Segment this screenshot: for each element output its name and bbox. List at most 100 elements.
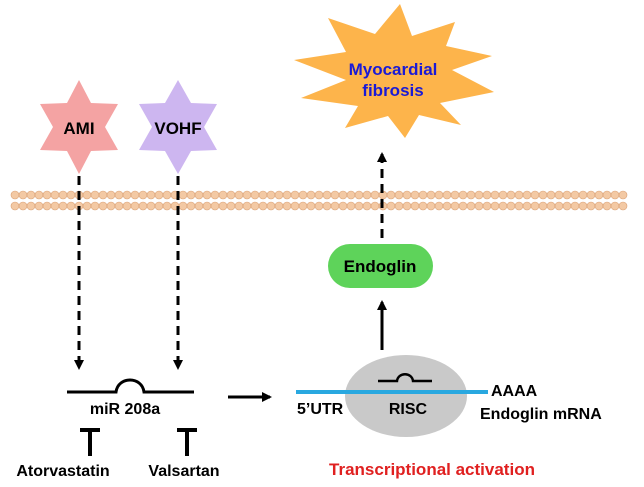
lipid-head-icon xyxy=(562,190,572,200)
lipid-head-icon xyxy=(514,190,524,200)
lipid-head-icon xyxy=(194,190,204,200)
lipid-head-icon xyxy=(138,201,148,211)
lipid-head-icon xyxy=(90,190,100,200)
lipid-head-icon xyxy=(450,201,460,211)
lipid-head-icon xyxy=(594,201,604,211)
lipid-head-icon xyxy=(618,201,628,211)
lipid-head-icon xyxy=(458,201,468,211)
lipid-head-icon xyxy=(282,201,292,211)
lipid-head-icon xyxy=(394,201,404,211)
utr-label: 5’UTR xyxy=(297,401,344,418)
lipid-head-icon xyxy=(298,201,308,211)
lipid-head-icon xyxy=(554,190,564,200)
inhibition-t-bar-icon xyxy=(80,428,100,456)
lipid-head-icon xyxy=(506,201,516,211)
burst-icon xyxy=(294,4,494,138)
lipid-head-icon xyxy=(370,190,380,200)
risc-complex xyxy=(345,355,467,437)
lipid-head-icon xyxy=(130,190,140,200)
lipid-head-icon xyxy=(570,201,580,211)
lipid-head-icon xyxy=(450,190,460,200)
lipid-head-icon xyxy=(290,201,300,211)
lipid-head-icon xyxy=(578,201,588,211)
lipid-head-icon xyxy=(554,201,564,211)
lipid-head-icon xyxy=(194,201,204,211)
lipid-head-icon xyxy=(106,190,116,200)
lipid-head-icon xyxy=(594,190,604,200)
lipid-head-icon xyxy=(538,201,548,211)
lipid-head-icon xyxy=(90,201,100,211)
lipid-head-icon xyxy=(210,201,220,211)
atorvastatin-label: Atorvastatin xyxy=(16,463,109,480)
lipid-head-icon xyxy=(218,201,228,211)
lipid-head-icon xyxy=(354,201,364,211)
lipid-head-icon xyxy=(610,201,620,211)
lipid-head-icon xyxy=(58,190,68,200)
cell-membrane xyxy=(10,190,628,211)
fibrosis-node: Myocardial fibrosis xyxy=(294,4,494,138)
lipid-head-icon xyxy=(82,190,92,200)
lipid-head-icon xyxy=(146,190,156,200)
lipid-head-icon xyxy=(250,190,260,200)
lipid-head-icon xyxy=(250,201,260,211)
lipid-head-icon xyxy=(346,201,356,211)
lipid-head-icon xyxy=(202,201,212,211)
lipid-head-icon xyxy=(490,201,500,211)
lipid-head-icon xyxy=(578,190,588,200)
ami-star-icon xyxy=(40,80,118,174)
lipid-head-icon xyxy=(530,201,540,211)
lipid-head-icon xyxy=(442,190,452,200)
lipid-head-icon xyxy=(434,201,444,211)
vohf-star-icon xyxy=(139,80,217,174)
lipid-head-icon xyxy=(162,190,172,200)
lipid-head-icon xyxy=(338,201,348,211)
valsartan-inhibitor: Valsartan xyxy=(148,428,220,480)
lipid-head-icon xyxy=(138,190,148,200)
mir-208a-strand xyxy=(67,378,194,394)
lipid-head-icon xyxy=(538,190,548,200)
lipid-head-icon xyxy=(546,201,556,211)
vohf-node: VOHF xyxy=(139,80,217,174)
lipid-head-icon xyxy=(234,201,244,211)
lipid-head-icon xyxy=(386,201,396,211)
lipid-head-icon xyxy=(162,201,172,211)
lipid-head-icon xyxy=(122,190,132,200)
lipid-head-icon xyxy=(586,190,596,200)
lipid-head-icon xyxy=(434,190,444,200)
lipid-head-icon xyxy=(410,190,420,200)
lipid-head-icon xyxy=(410,201,420,211)
endoglin-label: Endoglin xyxy=(344,257,417,276)
endoglin-mrna-label: Endoglin mRNA xyxy=(480,406,602,423)
lipid-head-icon xyxy=(146,201,156,211)
lipid-head-icon xyxy=(490,190,500,200)
lipid-head-icon xyxy=(130,201,140,211)
lipid-head-icon xyxy=(210,190,220,200)
lipid-head-icon xyxy=(50,190,60,200)
lipid-head-icon xyxy=(394,190,404,200)
lipid-head-icon xyxy=(506,190,516,200)
lipid-head-icon xyxy=(10,190,20,200)
lipid-head-icon xyxy=(98,201,108,211)
lipid-head-icon xyxy=(386,190,396,200)
lipid-head-icon xyxy=(570,190,580,200)
lipid-head-icon xyxy=(474,190,484,200)
lipid-head-icon xyxy=(42,190,52,200)
lipid-head-icon xyxy=(274,201,284,211)
lipid-head-icon xyxy=(442,201,452,211)
lipid-head-icon xyxy=(602,201,612,211)
fibrosis-label-line2: fibrosis xyxy=(362,81,423,100)
lipid-head-icon xyxy=(466,190,476,200)
lipid-head-icon xyxy=(330,201,340,211)
lipid-head-icon xyxy=(402,201,412,211)
lipid-head-icon xyxy=(114,190,124,200)
risc-bound-mirna xyxy=(378,373,432,383)
lipid-head-icon xyxy=(602,190,612,200)
lipid-head-icon xyxy=(458,190,468,200)
lipid-head-icon xyxy=(82,201,92,211)
lipid-head-icon xyxy=(466,201,476,211)
lipid-head-icon xyxy=(18,201,28,211)
lipid-head-icon xyxy=(154,190,164,200)
lipid-head-icon xyxy=(362,201,372,211)
lipid-head-icon xyxy=(186,190,196,200)
